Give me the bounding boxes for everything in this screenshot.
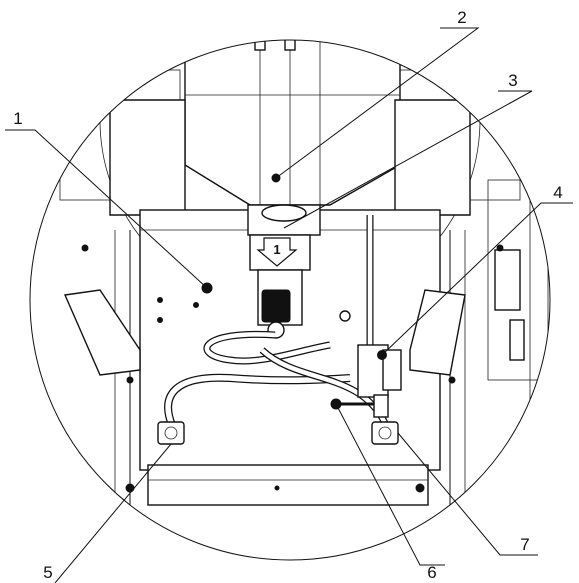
left-hose-fitting (157, 421, 185, 445)
leader-lines (5, 27, 573, 583)
detail-circle (29, 39, 551, 561)
outlet-neck (247, 204, 321, 339)
callout-2: 2 (457, 8, 466, 27)
feed-funnel (184, 40, 401, 206)
callout-6: 6 (427, 563, 436, 582)
callout-4: 4 (553, 183, 562, 202)
shutoff-valve (330, 344, 402, 418)
callout-7: 7 (520, 535, 529, 554)
valve-marker-label: 1 (273, 242, 280, 257)
valve-marker: 1 (256, 237, 298, 267)
callout-5: 5 (43, 563, 52, 582)
callout-3: 3 (508, 71, 517, 90)
right-hose-fitting (371, 421, 399, 445)
callout-1: 1 (13, 109, 22, 128)
